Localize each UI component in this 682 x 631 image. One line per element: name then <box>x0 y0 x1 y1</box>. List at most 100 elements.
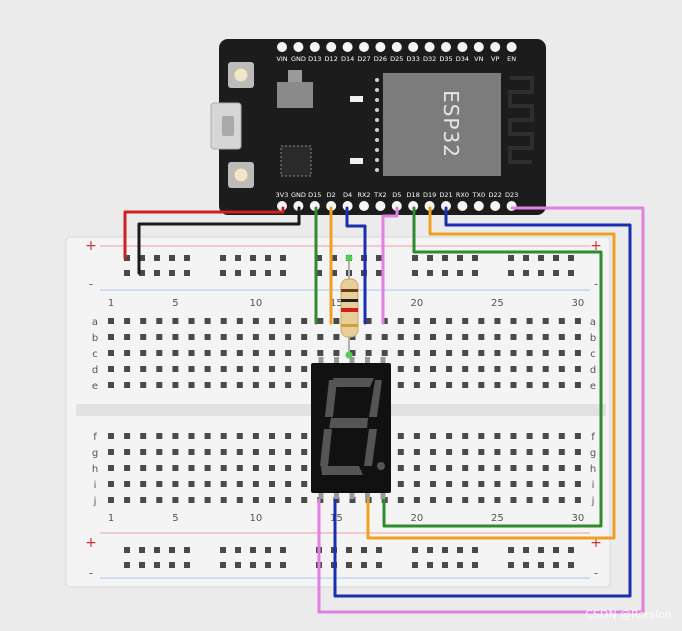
breadboard-hole <box>508 270 514 276</box>
display-segments <box>320 378 382 475</box>
breadboard-hole <box>446 318 453 324</box>
row-letter: h <box>92 464 98 475</box>
breadboard-hole <box>462 334 469 340</box>
pin-label-top: VIN <box>276 55 287 63</box>
breadboard-hole <box>523 562 529 568</box>
breadboard-hole <box>316 270 322 276</box>
breadboard-hole <box>172 350 179 356</box>
resistor-band-1 <box>341 289 358 292</box>
breadboard-hole <box>413 382 420 388</box>
breadboard-hole <box>108 382 114 388</box>
breadboard-hole <box>172 334 179 340</box>
breadboard-hole <box>280 255 286 261</box>
voltage-regulator-tab <box>288 70 302 82</box>
display-pin-bottom <box>365 493 370 499</box>
breadboard-hole <box>462 465 469 471</box>
breadboard-hole <box>252 350 259 356</box>
breadboard-hole <box>124 449 131 455</box>
breadboard-hole <box>184 547 190 553</box>
chip-label: ESP32 <box>439 90 463 158</box>
breadboard-hole <box>472 562 478 568</box>
breadboard-hole <box>236 350 243 356</box>
breadboard-hole <box>172 433 179 439</box>
pin-label-top: D12 <box>325 55 338 63</box>
breadboard-hole <box>472 270 478 276</box>
breadboard-hole <box>542 465 549 471</box>
breadboard-hole <box>494 366 501 372</box>
breadboard-hole <box>220 382 227 388</box>
top-minus-sign: - <box>89 277 93 291</box>
column-number: 30 <box>572 513 585 524</box>
column-number: 15 <box>330 298 343 309</box>
breadboard-hole <box>140 481 147 487</box>
breadboard-hole <box>156 497 163 503</box>
breadboard-hole <box>361 562 367 568</box>
pin-label-bottom: D15 <box>308 191 321 199</box>
breadboard-hole <box>478 449 485 455</box>
row-letter: d <box>590 365 596 376</box>
breadboard-hole <box>139 547 145 553</box>
breadboard-hole <box>376 547 382 553</box>
breadboard-hole <box>412 270 418 276</box>
breadboard-hole <box>397 449 404 455</box>
module-castellations <box>375 78 379 172</box>
breadboard-hole <box>204 334 211 340</box>
breadboard-hole <box>526 366 533 372</box>
breadboard-hole <box>553 270 559 276</box>
pin-label-top: D26 <box>374 55 387 63</box>
breadboard-hole <box>124 547 130 553</box>
breadboard-hole <box>365 350 372 356</box>
breadboard-hole <box>510 497 517 503</box>
breadboard-hole <box>188 497 195 503</box>
breadboard-hole <box>285 465 292 471</box>
breadboard-hole <box>252 366 259 372</box>
reset-button[interactable] <box>228 62 254 88</box>
breadboard-hole <box>574 433 581 439</box>
pin-header-top <box>293 42 304 52</box>
breadboard-hole <box>442 255 448 261</box>
breadboard-hole <box>188 350 195 356</box>
pin-label-top: D27 <box>357 55 370 63</box>
breadboard-hole <box>538 547 544 553</box>
breadboard-hole <box>510 318 517 324</box>
breadboard-hole <box>220 366 227 372</box>
breadboard-hole <box>558 497 565 503</box>
breadboard-hole <box>301 449 308 455</box>
module-castellation <box>375 88 379 92</box>
pin-header-bottom <box>490 201 501 211</box>
breadboard-hole <box>574 449 581 455</box>
breadboard-hole <box>462 449 469 455</box>
breadboard-hole <box>236 449 243 455</box>
module-castellation <box>375 78 379 82</box>
breadboard-hole <box>184 270 190 276</box>
display-pin-top <box>349 357 355 363</box>
row-letter: b <box>92 333 98 344</box>
pin-label-bottom: D23 <box>505 191 518 199</box>
pin-label-bottom: TX0 <box>472 191 486 199</box>
segment-e <box>320 429 332 466</box>
breadboard-hole <box>542 366 549 372</box>
display-pin-top <box>365 357 370 363</box>
breadboard-hole <box>156 350 163 356</box>
breadboard-hole <box>269 481 275 487</box>
column-number: 1 <box>108 298 114 309</box>
breadboard-hole <box>510 350 517 356</box>
module-castellation <box>375 158 379 162</box>
breadboard-hole <box>124 465 131 471</box>
boot-button[interactable] <box>228 162 254 188</box>
pin-header-top <box>309 42 320 52</box>
breadboard-hole <box>285 497 292 503</box>
breadboard-hole <box>108 481 114 487</box>
breadboard-hole <box>204 350 211 356</box>
pin-header-top <box>342 42 353 52</box>
breadboard-hole <box>156 334 163 340</box>
breadboard-hole <box>172 465 179 471</box>
breadboard-hole <box>427 547 433 553</box>
breadboard-hole <box>446 497 453 503</box>
breadboard-hole <box>172 318 179 324</box>
breadboard-hole <box>494 497 501 503</box>
breadboard-hole <box>494 433 501 439</box>
breadboard-hole <box>542 334 549 340</box>
breadboard-hole <box>236 481 243 487</box>
breadboard-hole <box>397 350 404 356</box>
